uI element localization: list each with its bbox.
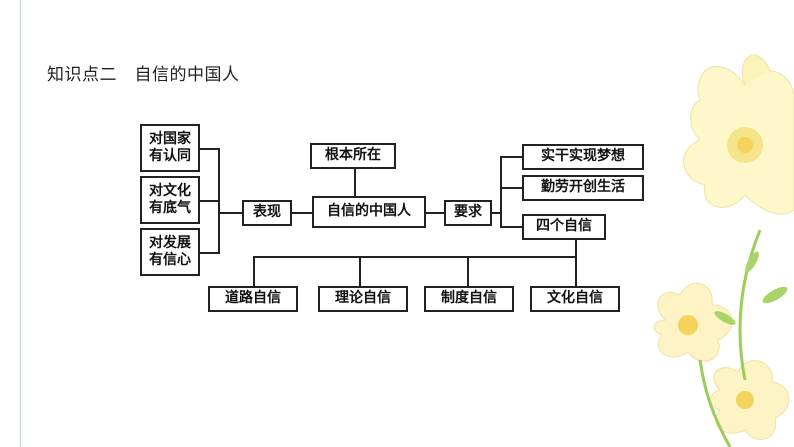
leaf-stems: [698, 229, 762, 447]
left-item-2: 对文化 有底气: [140, 176, 200, 224]
bottom-drop-2: [359, 256, 361, 286]
bottom-item-3-label: 制度自信: [441, 290, 497, 307]
left-item-3: 对发展 有信心: [140, 228, 200, 276]
right-branch-1: [500, 156, 522, 158]
bottom-horizontal: [253, 256, 577, 258]
connector-biaoxian-center: [292, 212, 312, 214]
connector-yaoqiu-bracket: [492, 212, 502, 214]
right-bracket-vertical: [500, 156, 502, 228]
center-box: 自信的中国人: [312, 196, 426, 228]
flower-small: [653, 282, 733, 362]
left-accent-rule: [20, 0, 21, 447]
yaoqiu-box: 要求: [444, 200, 492, 226]
flower-large: [683, 54, 794, 215]
section-heading: 知识点二 自信的中国人: [47, 65, 240, 85]
yaoqiu-label: 要求: [454, 204, 482, 221]
right-item-3-label: 四个自信: [536, 218, 592, 235]
bottom-item-4: 文化自信: [530, 286, 620, 312]
right-item-3: 四个自信: [522, 214, 606, 240]
center-label: 自信的中国人: [327, 203, 411, 220]
top-box: 根本所在: [310, 143, 396, 169]
right-item-1-label: 实干实现梦想: [541, 148, 625, 165]
biaoxian-label: 表现: [253, 204, 281, 221]
bottom-drop-4: [575, 256, 577, 286]
bottom-item-4-label: 文化自信: [547, 290, 603, 307]
left-branch-3: [198, 252, 220, 254]
right-branch-2: [500, 187, 522, 189]
right-item-1: 实干实现梦想: [522, 144, 644, 170]
top-label: 根本所在: [325, 147, 381, 164]
left-branch-2: [198, 200, 220, 202]
right-item-2: 勤劳开创生活: [522, 175, 644, 201]
left-item-3-label: 对发展 有信心: [149, 234, 191, 269]
bottom-drop-1: [253, 256, 255, 286]
left-item-1-label: 对国家 有认同: [149, 130, 191, 165]
bottom-item-2: 理论自信: [318, 286, 408, 312]
bottom-item-2-label: 理论自信: [335, 290, 391, 307]
bottom-item-1: 道路自信: [208, 286, 298, 312]
left-item-2-label: 对文化 有底气: [149, 182, 191, 217]
connector-sige-down: [575, 236, 577, 258]
bottom-item-1-label: 道路自信: [225, 290, 281, 307]
left-item-1: 对国家 有认同: [140, 124, 200, 172]
right-item-2-label: 勤劳开创生活: [541, 179, 625, 196]
connector-center-yaoqiu: [426, 212, 444, 214]
bottom-drop-3: [467, 256, 469, 286]
biaoxian-box: 表现: [242, 200, 292, 226]
left-branch-1: [198, 148, 220, 150]
bottom-item-3: 制度自信: [424, 286, 514, 312]
connector-to-biaoxian: [218, 212, 242, 214]
right-branch-3: [500, 226, 522, 228]
leaves: [714, 251, 788, 325]
flower-bottom: [709, 360, 790, 440]
connector-top: [354, 168, 356, 196]
